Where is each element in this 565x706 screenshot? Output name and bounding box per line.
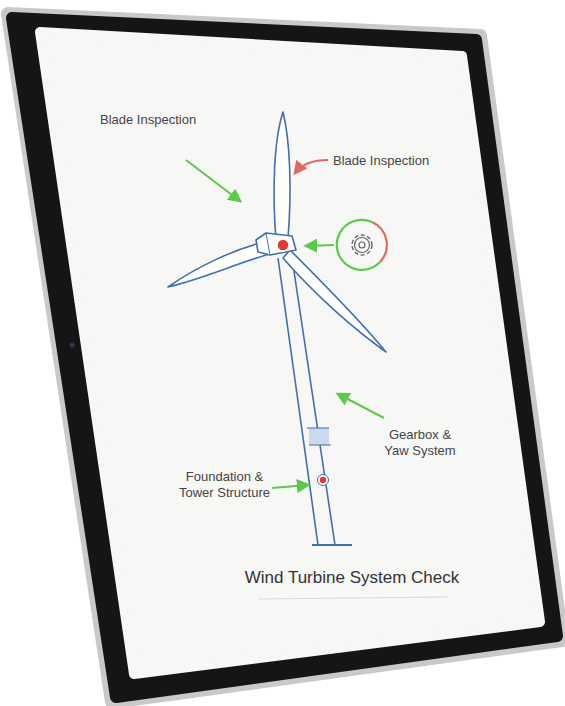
- callout-arrow: [295, 160, 328, 173]
- gear-status-icon: [337, 220, 387, 270]
- tablet-screen: [40, 32, 540, 674]
- hub-alert-dot: [277, 239, 289, 251]
- callout-arrow: [306, 245, 334, 246]
- tower-alert-dot: [320, 477, 326, 483]
- blade-label: Blade Inspection: [100, 112, 220, 128]
- diagram-title: Wind Turbine System Check: [245, 568, 459, 588]
- callout-arrow: [186, 160, 240, 201]
- wind-turbine: [168, 112, 386, 545]
- part-label: Gearbox & Yaw System: [380, 427, 460, 459]
- callout-arrow: [338, 394, 384, 418]
- tablet-bezel: [12, 18, 557, 697]
- part-label: Foundation & Tower Structure: [172, 469, 277, 501]
- tablet-frame: [8, 14, 562, 702]
- camera-dot: [70, 343, 75, 348]
- title-underline: [258, 597, 448, 599]
- blade-label: Blade Inspection: [333, 153, 443, 169]
- callout-arrow: [272, 485, 308, 488]
- tower-marker-ring: [318, 475, 329, 486]
